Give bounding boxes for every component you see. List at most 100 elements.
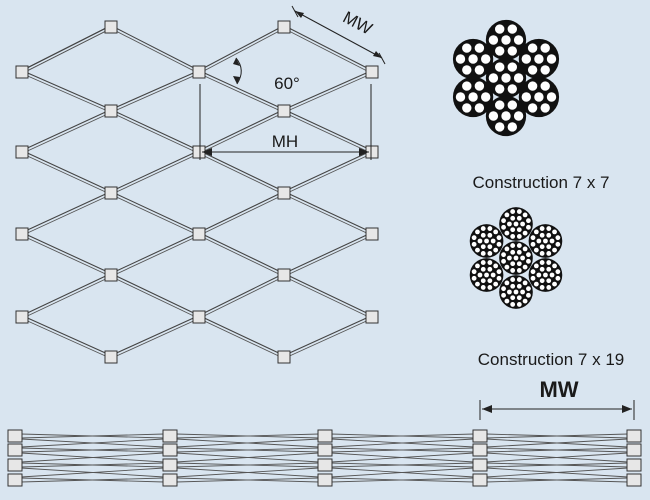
mw-tick-right	[378, 52, 386, 65]
wire-7x19	[520, 255, 525, 261]
wire-7x19	[522, 280, 528, 286]
wire-7x19	[510, 215, 516, 221]
side-mw-label: MW	[539, 377, 578, 402]
mesh-wire	[198, 315, 285, 356]
angle-arc	[235, 57, 242, 85]
mesh-wire	[198, 109, 285, 151]
wire-7x7	[488, 111, 499, 121]
wire-7x19	[496, 275, 502, 281]
mesh-ferrule	[277, 186, 291, 200]
side-ferrule	[162, 443, 178, 457]
wire-7x7	[534, 54, 544, 64]
mesh-wire	[198, 112, 285, 154]
wire-7x19	[536, 272, 542, 278]
wire-7x19	[480, 278, 486, 284]
wire-7x19	[555, 241, 561, 247]
side-wire	[175, 438, 320, 448]
wire-7x7	[488, 35, 499, 45]
mesh-wire	[21, 109, 112, 151]
wire-7x19	[487, 244, 493, 250]
mh-label: MH	[272, 132, 298, 151]
mesh-ferrule	[277, 20, 291, 34]
wire-7x7	[507, 100, 517, 110]
side-wire	[20, 462, 165, 468]
wire-7x7	[527, 103, 538, 113]
wire-7x7	[462, 65, 472, 75]
wire-7x7	[462, 43, 472, 53]
wire-7x7	[474, 81, 485, 91]
wire-7x19	[520, 221, 525, 227]
wire-7x19	[530, 235, 536, 241]
wire-7x7	[495, 122, 505, 132]
wire-7x19	[522, 230, 528, 236]
wire-7x19	[510, 243, 516, 248]
wire-7x7	[468, 92, 478, 102]
mesh-wire	[21, 69, 112, 111]
mesh-wire	[110, 276, 200, 319]
wire-7x19	[522, 264, 528, 270]
mesh-wire	[110, 28, 200, 74]
wire-7x19	[510, 302, 516, 307]
wire-7x19	[487, 226, 493, 231]
side-ferrule	[472, 443, 488, 457]
wire-7x7	[527, 43, 538, 53]
mesh-wire	[198, 153, 285, 195]
side-ferrule	[162, 429, 178, 443]
mesh-wire	[21, 273, 112, 316]
wire-7x19	[552, 247, 557, 253]
side-wire	[330, 477, 475, 483]
side-wire	[20, 438, 165, 448]
mesh-ferrule	[365, 227, 379, 241]
side-ferrule	[162, 458, 178, 472]
side-ferrule	[472, 473, 488, 487]
wire-7x19	[487, 260, 493, 265]
wire-7x19	[539, 226, 545, 231]
side-wire	[20, 447, 165, 453]
mesh-wire	[21, 28, 112, 74]
mesh-wire	[110, 273, 200, 316]
wire-7x7	[495, 24, 505, 34]
wire-7x19	[520, 289, 525, 295]
mesh-ferrule	[192, 65, 206, 79]
wire-7x7	[507, 24, 517, 34]
wire-7x19	[555, 269, 561, 275]
mesh-wire	[283, 314, 373, 357]
mesh-wire	[21, 314, 112, 357]
wire-7x19	[480, 251, 486, 256]
wire-7x7	[540, 65, 550, 75]
wire-7x19	[484, 238, 489, 244]
wire-7x19	[475, 247, 480, 253]
wire-7x7	[495, 62, 505, 72]
side-wire	[330, 447, 475, 453]
wire-7x7	[488, 73, 499, 83]
side-wire	[485, 433, 629, 439]
wire-7x19	[546, 244, 552, 250]
mesh-wire	[198, 70, 285, 110]
wire-7x19	[480, 266, 486, 272]
side-ferrule	[626, 473, 642, 487]
side-ferrule	[472, 429, 488, 443]
mesh-wire	[283, 69, 373, 111]
wire-7x19	[539, 251, 545, 256]
mesh-wire	[21, 73, 112, 113]
angle-annotation: 60°	[233, 57, 300, 93]
wire-7x19	[533, 229, 539, 235]
wire-7x19	[516, 209, 522, 214]
wire-7x19	[539, 244, 545, 250]
mesh-wire	[283, 109, 373, 151]
mesh-wire	[283, 153, 373, 195]
mesh-wire	[21, 112, 112, 154]
side-ferrule	[317, 473, 333, 487]
wire-7x19	[552, 281, 557, 287]
wire-7x19	[526, 218, 531, 224]
mesh-wire	[21, 191, 112, 233]
wire-7x19	[516, 283, 522, 289]
wire-7x7	[546, 92, 557, 102]
mesh-wire	[110, 109, 200, 151]
wire-7x19	[504, 230, 510, 236]
wire-7x19	[526, 224, 531, 230]
wire-7x19	[501, 252, 506, 258]
wire-7x19	[475, 281, 480, 287]
wire-7x19	[516, 277, 522, 282]
wire-7x19	[510, 283, 516, 289]
